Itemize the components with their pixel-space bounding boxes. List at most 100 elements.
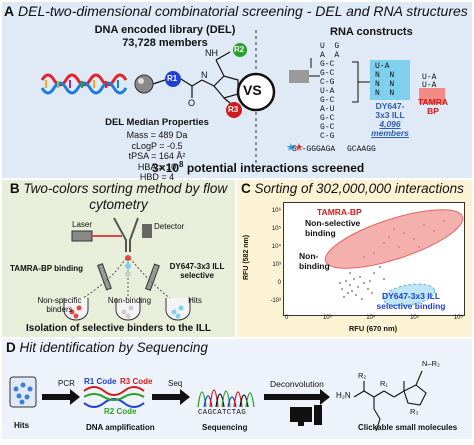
linker-bead-icon (134, 74, 154, 94)
mol-r1-label: R₁ (380, 379, 388, 388)
panel-b-title-2: cytometry (89, 197, 148, 212)
o-label: O (188, 98, 196, 108)
panel-a-letter: A (4, 3, 15, 19)
isolation-text: Isolation of selective binders to the IL… (25, 323, 212, 334)
dna-helix-icon (40, 73, 128, 95)
laser-label: Laser (72, 220, 93, 229)
y-ticks: 10⁶ 10⁵ 10⁴ 10³ 0 -10³ (270, 208, 281, 304)
property-mass: Mass = 489 Da (126, 130, 188, 140)
dy-region-label2: selective binding (376, 300, 446, 311)
dy647-label2: 3x3 ILL (375, 110, 405, 120)
panel-c: C Sorting of 302,000,000 interactions TA… (237, 180, 472, 337)
detector-icon (142, 224, 152, 238)
binders-label: binders (46, 305, 73, 314)
panel-d-letter: D (6, 340, 16, 355)
dy647-loop-box-icon (370, 60, 410, 100)
dy-selective-label: DY647-3x3 ILL (169, 262, 225, 271)
hits-label: Hits (188, 296, 202, 305)
r3-label: R3 (228, 105, 239, 114)
dy-region-label: DY647-3x3 ILL (381, 291, 441, 301)
r3-code-label: R3 Code (120, 377, 153, 386)
arrow-pcr-icon (42, 389, 80, 405)
scatter-plot-area (283, 202, 465, 316)
dy-selective-label2: selective (180, 271, 214, 280)
members-label: members (371, 128, 409, 138)
svg-text:★: ★ (294, 142, 304, 154)
members-count: 4,096 (379, 119, 401, 129)
arrow-seq-icon (152, 389, 190, 405)
panel-c-letter: C (241, 181, 251, 196)
pcr-label: PCR (58, 379, 75, 388)
computer-icon (290, 405, 322, 426)
dy647-label: DY647- (375, 101, 405, 111)
rna-loop-box-icon (289, 70, 309, 83)
non-binding-label: Non-binding (107, 296, 152, 305)
mol-r2-label: R₂ (358, 371, 367, 380)
nonselective-binding-label: binding (305, 227, 336, 238)
panel-a-title: DEL-two-dimensional combinatorial screen… (18, 3, 468, 19)
panel-b-title: Two-colors sorting method by flow (23, 181, 228, 196)
mol-r3-label: R₃ (410, 407, 419, 416)
tamra-binding-label: TAMRA-BP binding (10, 264, 84, 273)
hits-caption: Hits (14, 421, 30, 430)
rna-seq-5: 5'-GGGAGA (292, 145, 336, 154)
flow-cytometry-diagram (63, 217, 191, 321)
tamra-label: TAMRA (417, 97, 449, 107)
rna-seq-3: GCAAGG (347, 145, 376, 154)
arrow-deconvolution-icon (264, 389, 330, 405)
interactions-text: 3×108 potential interactions screened (152, 160, 365, 175)
non-specific-label: Non-specific (37, 296, 82, 305)
sequencing-workflow-diagram (9, 370, 427, 432)
median-title: DEL Median Properties (105, 117, 209, 128)
r2-code-label: R2 Code (104, 407, 137, 416)
property-tpsa: tPSA = 164 Å² (128, 151, 186, 161)
svg-text:★: ★ (286, 142, 296, 154)
r1-label: R1 (167, 74, 178, 83)
nonselective-label: Non-selective (305, 218, 361, 228)
vs-label: VS (243, 82, 262, 98)
x-axis-label: RFU (670 nm) (348, 324, 398, 333)
panel-a: A DEL-two-dimensional combinatorial scre… (2, 2, 472, 182)
r1-code-label: R1 Code (84, 377, 117, 386)
x-ticks: 0 10³ 10⁴ 10⁵ 10⁶ (285, 315, 463, 321)
detector-label: Detector (154, 222, 185, 231)
chromatogram-icon (197, 389, 255, 408)
y-axis-label: RFU (582 nm) (243, 234, 250, 280)
r3-circle-icon (226, 102, 242, 118)
panel-d-title: Hit identification by Sequencing (19, 340, 208, 355)
library-title: DNA encoded library (DEL) (94, 24, 236, 36)
property-hbd: HBD = 4 (139, 172, 175, 182)
dna-amplification-icon (83, 386, 145, 408)
deconvolution-label: Deconvolution (270, 379, 324, 389)
dna-amplification-caption: DNA amplification (86, 423, 155, 432)
nonbinding-label: Non- (299, 251, 319, 261)
r1-circle-icon (165, 71, 181, 87)
panel-b: B Two-colors sorting method by flow cyto… (2, 180, 235, 337)
panel-c-title: Sorting of 302,000,000 interactions (254, 181, 464, 196)
clickable-caption: Clickable small molecules (358, 423, 458, 432)
sequence-letters: CAGCATCTAG (198, 409, 247, 417)
property-list: Mass = 489 Da cLogP = -0.5 tPSA = 164 Å²… (102, 130, 212, 183)
hits-tube-icon (9, 376, 37, 408)
tamra-region-label: TAMRA-BP (317, 207, 362, 217)
sequencing-caption: Sequencing (202, 423, 248, 432)
n-label: N (201, 70, 208, 80)
r2-label: R2 (234, 45, 245, 54)
clickable-molecule-icon (353, 370, 427, 432)
nh-label: NH (205, 48, 218, 58)
flow-scatter-plot (324, 209, 464, 307)
tube-icons (63, 298, 191, 321)
tamra-loop-box-icon (419, 88, 445, 104)
property-hba: HBA = 10 (137, 161, 177, 172)
vs-circle-icon (236, 72, 276, 112)
panel-b-letter: B (9, 181, 20, 196)
mol-nh-label: N–R₂ (422, 359, 440, 368)
library-count: 73,728 members (122, 37, 208, 49)
panel-d: D Hit identification by Sequencing (2, 339, 472, 439)
h2n-label: H₂N (336, 391, 351, 400)
property-clogp: cLogP = -0.5 (131, 140, 183, 151)
seq-label: Seq (168, 379, 183, 388)
del-molecule-diagram: ★ ★ (40, 30, 445, 167)
